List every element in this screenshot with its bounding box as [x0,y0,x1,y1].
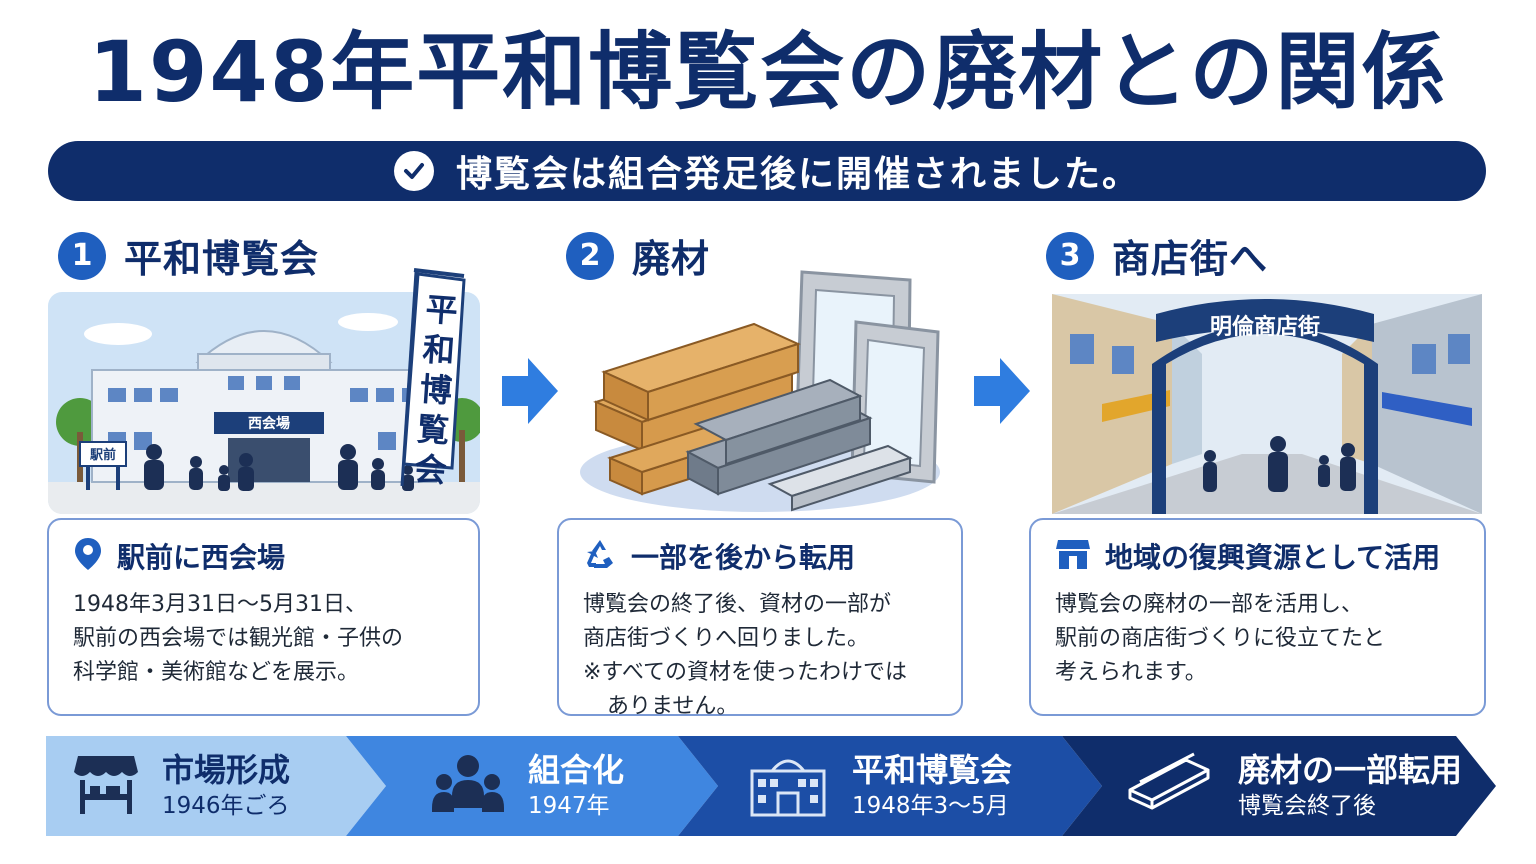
step-2-card-note: ありません。 [607,694,739,719]
step-1-card-line: 科学館・美術館などを展示。 [73,660,360,685]
exhibition-banner-flag: 平和博覧会 [394,268,480,490]
step-2-title: 廃材 [632,237,711,281]
step-3-card-line: 駅前の商店街づくりに役立てたと [1055,626,1386,651]
step-1-heading: 1 平和博覧会 [58,228,319,283]
step-3-title: 商店街へ [1112,237,1269,281]
timeline: 市場形成 1946年ごろ 組合化 1947年 [46,736,1496,836]
arch-sign: 明倫商店街 [1210,314,1320,340]
step-1-title: 平和博覧会 [124,237,320,281]
arrow-right-icon [972,356,1032,430]
timeline-label: 平和博覧会 [852,751,1013,789]
step-2-heading: 2 廃材 [566,228,710,283]
timeline-item-exhibition: 平和博覧会 1948年3〜5月 [746,736,1012,836]
timeline-label: 組合化 [528,751,625,789]
step-1-card-line: 駅前の西会場では観光館・子供の [73,626,404,651]
step-1-card-title: 駅前に西会場 [117,541,286,574]
step-3-card-line: 博覧会の廃材の一部を活用し、 [1055,592,1364,617]
step-2-card: 一部を後から転用 博覧会の終了後、資材の一部が 商店街づくりへ回りました。 ※す… [557,518,963,719]
step-1-number: 1 [58,231,106,280]
step-1-card-line: 1948年3月31日〜5月31日、 [73,592,367,617]
summary-banner-text: 博覧会は組合発足後に開催されました。 [455,154,1140,195]
arrow-right-icon [500,356,560,430]
page-title: 1948年平和博覧会の廃材との関係 [88,23,1448,121]
timeline-segment-4-shape [1062,736,1496,836]
step-3-number: 3 [1046,231,1094,280]
step-2-card-title: 一部を後から転用 [631,541,856,574]
building-sign: 西会場 [248,415,290,432]
timeline-date: 1948年3〜5月 [852,793,1009,819]
timeline-item-union: 組合化 1947年 [430,736,624,836]
recycle-icon [583,537,617,575]
step-1-card: 駅前に西会場 1948年3月31日〜5月31日、 駅前の西会場では観光館・子供の… [47,518,480,716]
step-3-card-title: 地域の復興資源として活用 [1105,541,1441,574]
lumber-icon [1124,752,1216,820]
timeline-date: 博覧会終了後 [1238,793,1376,819]
check-circle-icon [393,151,434,191]
step-2-card-note: ※すべての資材を使ったわけでは [583,660,908,685]
step-2-number: 2 [566,231,614,280]
timeline-label: 廃材の一部転用 [1238,751,1463,789]
market-stall-icon [72,752,140,820]
timeline-date: 1946年ごろ [162,793,290,819]
timeline-item-materials: 廃材の一部転用 博覧会終了後 [1124,736,1462,836]
summary-banner: 博覧会は組合発足後に開催されました。 [48,141,1486,201]
timeline-date: 1947年 [528,793,610,819]
step-3-card-line: 考えられます。 [1055,660,1207,685]
location-pin-icon [73,536,103,576]
step-3-heading: 3 商店街へ [1046,228,1268,283]
shopping-street-illustration: 明倫商店街 [1052,294,1482,514]
step-2-card-line: 商店街づくりへ回りました。 [583,626,870,651]
exhibition-hall-icon [746,749,830,823]
timeline-item-market: 市場形成 1946年ごろ [72,736,290,836]
group-people-icon [430,752,506,820]
step-2-card-line: 博覧会の終了後、資材の一部が [583,592,892,617]
timeline-label: 市場形成 [162,751,291,789]
storefront-icon [1055,537,1091,575]
materials-illustration [570,262,954,518]
step-3-card: 地域の復興資源として活用 博覧会の廃材の一部を活用し、 駅前の商店街づくりに役立… [1029,518,1486,716]
station-sign: 駅前 [89,447,116,463]
